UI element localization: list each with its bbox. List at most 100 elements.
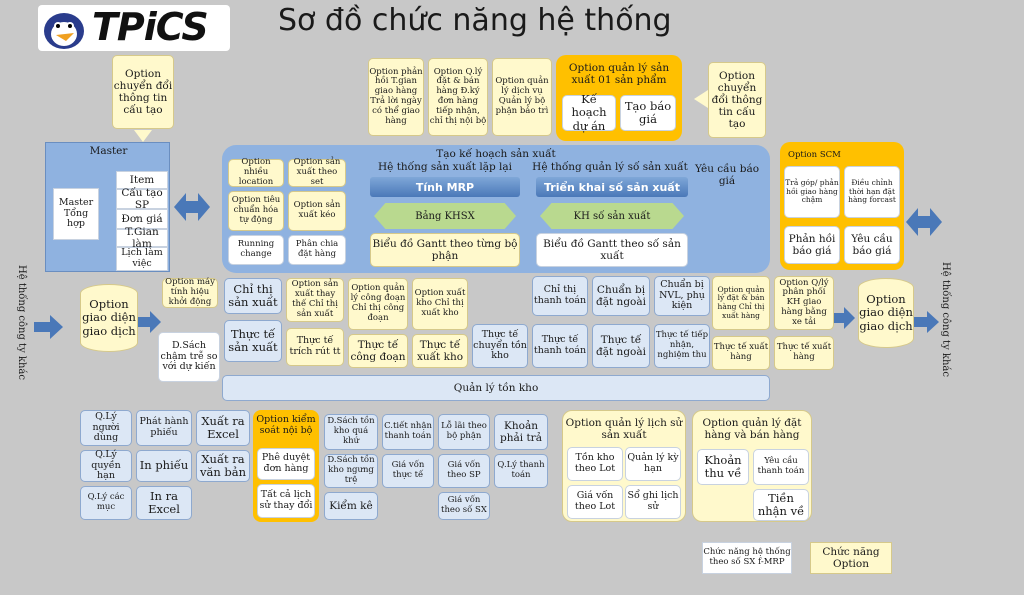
arrow-down	[134, 130, 152, 142]
payment-request: Yêu cầu thanh toán	[753, 449, 809, 485]
penguin-logo-icon	[44, 13, 84, 49]
opt-set: Option sản xuất theo set	[288, 157, 346, 187]
item-mgmt: Q.Lý các mục	[80, 486, 132, 520]
master-item: T.Gian làm	[116, 226, 168, 250]
act-payment: Thực tế thanh toán	[532, 324, 588, 368]
act-extract: Thực tế trích rút tt	[286, 328, 344, 366]
scm-reply-quote: Phản hồi báo giá	[784, 226, 840, 264]
running-change: Running change	[228, 235, 284, 265]
repeat-title: Hệ thống sản xuất lặp lại	[377, 161, 512, 173]
internal-control-title: Option kiểm soát nội bộ	[256, 414, 316, 436]
arrow-right-icon	[34, 315, 63, 339]
scm-panel: Option SCM Trả góp/ phản hồi giao hàng c…	[780, 142, 904, 270]
stagnant-stock: D.Sách tồn kho ngưng trệ	[324, 454, 378, 488]
history-book: Sổ ghi lịch sử	[625, 485, 681, 519]
master-item: Đơn giá	[116, 209, 168, 229]
logo-text: TPiCS	[92, 5, 209, 49]
actual-cost: Giá vốn thực tế	[382, 454, 434, 488]
sales-panel: Option quản lý đặt hàng và bán hàng Khoả…	[692, 410, 812, 522]
cost-by-lot: Giá vốn theo Lot	[567, 485, 623, 519]
arrow-right-icon	[832, 307, 855, 329]
reply-option: Option phản hồi T.gian giao hàng Trả lời…	[368, 58, 424, 136]
service-option: Option quản lý dịch vụ Quản lý bộ phận b…	[492, 58, 552, 136]
project-plan: Kế hoạch dự án	[562, 93, 616, 132]
mrp-bar: Tính MRP	[370, 177, 520, 197]
master-panel: Master Master Tổng hợp Item Cấu tạo SP Đ…	[45, 142, 170, 272]
change-history: Tất cả lịch sử thay đổi	[257, 484, 315, 518]
opt-device: Option máy tính hiệu khởi động	[162, 277, 218, 308]
act-outsource: Thực tế đặt ngoài	[592, 324, 650, 368]
user-mgmt: Q.Lý người dùng	[80, 410, 132, 446]
single-product-group: Option quản lý sản xuất 01 sản phẩm Kế h…	[556, 55, 682, 141]
cmd-payment: Chỉ thị thanh toán	[532, 276, 588, 316]
cmd-production: Chỉ thị sản xuất	[224, 278, 282, 314]
scm-title: Option SCM	[788, 150, 841, 160]
receivables: Khoản thu về	[697, 449, 749, 485]
double-arrow-icon	[174, 193, 210, 221]
opt-distribution: Option Q/lý phân phối KH giao hàng bằng …	[774, 276, 834, 330]
lot-title: Hệ thống quản lý số sản xuất	[532, 161, 688, 173]
advance-received: Tiền nhận về	[753, 489, 809, 521]
quote-request: Yêu cầu báo giá	[694, 162, 760, 187]
interface-right: Option giao diện giao dịch	[858, 278, 914, 348]
arrow-right-icon	[912, 311, 939, 333]
act-ship-2: Thực tế xuất hàng	[774, 336, 834, 370]
pl-by-dept: Lỗ lãi theo bộ phận	[438, 414, 490, 450]
stock-inspection: Kiểm kê	[324, 492, 378, 520]
cost-by-sp: Giá vốn theo SP	[438, 454, 490, 488]
gantt-lot: Biểu đồ Gantt theo số sản xuất	[536, 233, 688, 267]
legend-option-function: Chức năng Option	[810, 542, 892, 574]
prep-outsource: Chuẩn bị đặt ngoài	[592, 276, 650, 316]
opt-process: Option quản lý công đoạn Chỉ thị công đo…	[348, 278, 408, 330]
approve-order: Phê duyệt đơn hàng	[257, 448, 315, 480]
act-receive: Thực tế tiếp nhận, nghiệm thu	[654, 324, 710, 368]
master-item: Lịch làm việc	[116, 247, 168, 271]
page-title: Sơ đồ chức năng hệ thống	[278, 3, 672, 38]
master-summary: Master Tổng hợp	[53, 188, 99, 240]
scm-adjust: Điều chỉnh thời hạn đặt hàng forcast	[844, 166, 900, 218]
inventory-bar: Quản lý tồn kho	[222, 375, 770, 401]
single-product-title: Option quản lý sản xuất 01 sản phẩm	[568, 61, 670, 86]
create-quote: Tạo báo giá	[620, 95, 676, 131]
arrow-right-icon	[138, 311, 161, 333]
order-option: Option Q.lý đặt & bán hàng Đ.ký đơn hàng…	[428, 58, 488, 136]
logo: TPiCS	[38, 5, 230, 51]
right-system-label: Hệ thống công ty khác	[940, 262, 951, 377]
conv-right: Option chuyển đổi thông tin cấu tạo	[708, 62, 766, 138]
payment-mgmt: Q.Lý thanh toán	[494, 454, 548, 488]
excel-export: Xuất ra Excel	[196, 410, 250, 446]
print-slip: In phiếu	[136, 450, 192, 482]
history-panel: Option quản lý lịch sử sản xuất Tồn kho …	[562, 410, 686, 522]
conv-left: Option chuyển đổi thông tin cấu tạo	[112, 55, 174, 129]
act-production: Thực tế sản xuất	[224, 320, 282, 362]
sales-title: Option quản lý đặt hàng và bán hàng	[702, 416, 802, 441]
rights-mgmt: Q.Lý quyền hạn	[80, 449, 132, 482]
master-item: Cấu tạo SP	[116, 187, 168, 211]
interface-left: Option giao diện giao dịch	[80, 284, 138, 352]
expiry-mgmt: Quản lý kỳ hạn	[625, 447, 681, 481]
planning-panel: Tạo kế hoạch sản xuất Option nhiều locat…	[222, 145, 770, 273]
delay-list: D.Sách chậm trễ so với dự kiến	[158, 332, 220, 382]
history-title: Option quản lý lịch sử sản xuất	[565, 416, 683, 441]
left-system-label: Hệ thống công ty khác	[16, 265, 27, 380]
excel-print: In ra Excel	[136, 486, 192, 520]
overstock-list: D.Sách tồn kho quá khứ	[324, 414, 378, 450]
opt-pull: Option sản xuất kéo	[288, 191, 346, 231]
double-arrow-icon	[906, 208, 942, 236]
opt-location: Option nhiều location	[228, 157, 284, 187]
opt-standard: Option tiêu chuẩn hóa tự động	[228, 191, 284, 231]
planning-title: Tạo kế hoạch sản xuất	[436, 148, 556, 160]
act-process: Thực tế công đoạn	[348, 334, 408, 368]
khsx-hex: Bảng KHSX	[374, 203, 516, 229]
act-ship: Thực tế xuất hàng	[712, 336, 770, 370]
scm-request-quote: Yêu cầu báo giá	[844, 226, 900, 264]
internal-control-panel: Option kiểm soát nội bộ Phê duyệt đơn hà…	[253, 410, 319, 522]
text-export: Xuất ra văn bản	[196, 450, 250, 482]
arrow-left	[694, 90, 708, 108]
cost-by-lot-no: Giá vốn theo số SX	[438, 492, 490, 520]
legend-lot-function: Chức năng hệ thống theo số SX f-MRP	[702, 542, 792, 574]
opt-order-ship: Option quản lý đặt & bán hàng Chỉ thị xu…	[712, 276, 770, 330]
scm-installment: Trả góp/ phản hồi giao hàng chậm	[784, 166, 840, 218]
opt-warehouse: Option xuất kho Chỉ thị xuất kho	[412, 278, 468, 330]
lot-deploy-bar: Triển khai số sản xuất	[536, 177, 688, 197]
